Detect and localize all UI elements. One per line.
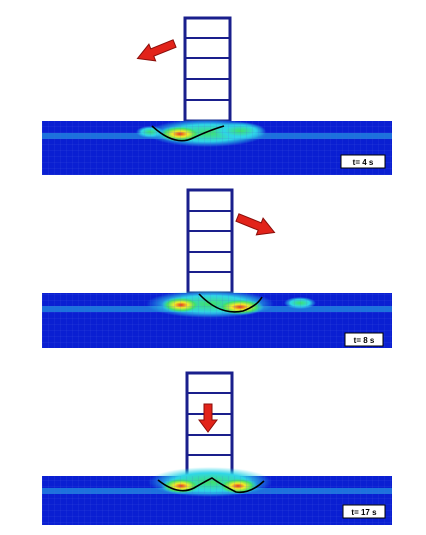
time-label-box: t= 17 s [342, 504, 386, 519]
time-label: t= 8 s [354, 336, 375, 345]
panel-2: t= 8 s [42, 188, 392, 348]
soil-contour [42, 119, 392, 175]
soil-contour [42, 290, 392, 348]
time-label: t= 17 s [351, 508, 377, 517]
time-label-box: t= 4 s [340, 154, 386, 169]
soil-contour [42, 467, 392, 525]
red-arrow-down-icon [198, 403, 218, 433]
red-arrow-right-icon [235, 213, 276, 236]
slip-surface-curve [151, 125, 225, 142]
panel-1: t= 4 s [42, 16, 392, 175]
red-arrow-left-icon [136, 39, 177, 62]
building-frame [186, 188, 234, 295]
time-label: t= 4 s [353, 158, 374, 167]
panel-3: t= 17 s [42, 371, 392, 525]
slip-surface-curve [198, 293, 263, 313]
slip-surface-curve [157, 477, 265, 494]
building-frame [183, 16, 232, 123]
time-label-box: t= 8 s [344, 332, 384, 347]
